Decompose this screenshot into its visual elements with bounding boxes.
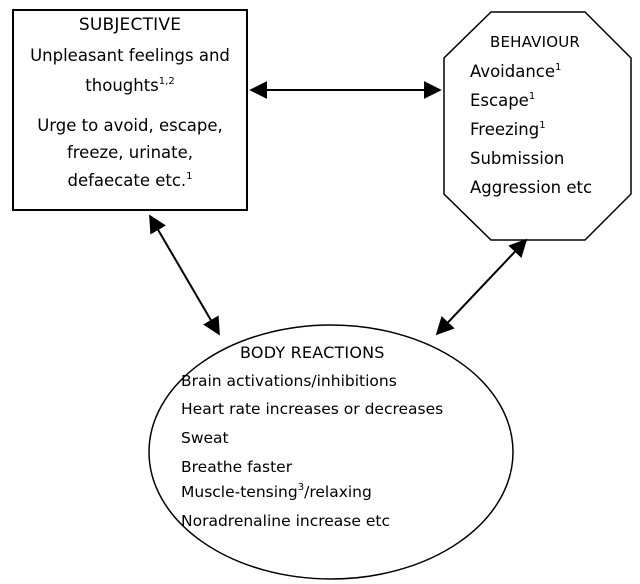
body-reaction-item: Heart rate increases or decreases xyxy=(181,400,444,418)
subjective-line: Unpleasant feelings and xyxy=(30,46,230,65)
arrow-behaviour-body xyxy=(435,238,528,336)
behaviour-item: Escape1 xyxy=(470,91,536,110)
subjective-line: Urge to avoid, escape, xyxy=(37,116,223,135)
body-reaction-item: Muscle-tensing3/relaxing xyxy=(181,482,372,502)
behaviour-octagon xyxy=(443,11,632,241)
behaviour-title: BEHAVIOUR xyxy=(490,33,581,51)
body-reaction-item: Sweat xyxy=(181,429,229,447)
behaviour-item: Aggression etc xyxy=(470,178,593,197)
behaviour-item: Avoidance1 xyxy=(470,62,562,81)
body-reaction-item: Brain activations/inhibitions xyxy=(181,372,397,390)
subjective-line: defaecate etc.1 xyxy=(67,171,193,190)
body-reaction-item: Noradrenaline increase etc xyxy=(181,512,390,530)
behaviour-item: Freezing1 xyxy=(470,120,546,139)
subjective-title: SUBJECTIVE xyxy=(78,15,182,35)
subjective-line: freeze, urinate, xyxy=(66,143,194,162)
arrow-subjective-body xyxy=(149,214,220,336)
behaviour-item: Submission xyxy=(470,149,565,168)
subjective-line: thoughts1,2 xyxy=(85,76,175,95)
body-reactions-ellipse xyxy=(148,324,514,580)
body-reaction-item: Breathe faster xyxy=(181,458,293,476)
subjective-box xyxy=(12,9,248,211)
body-reactions-title: BODY REACTIONS xyxy=(240,343,385,362)
